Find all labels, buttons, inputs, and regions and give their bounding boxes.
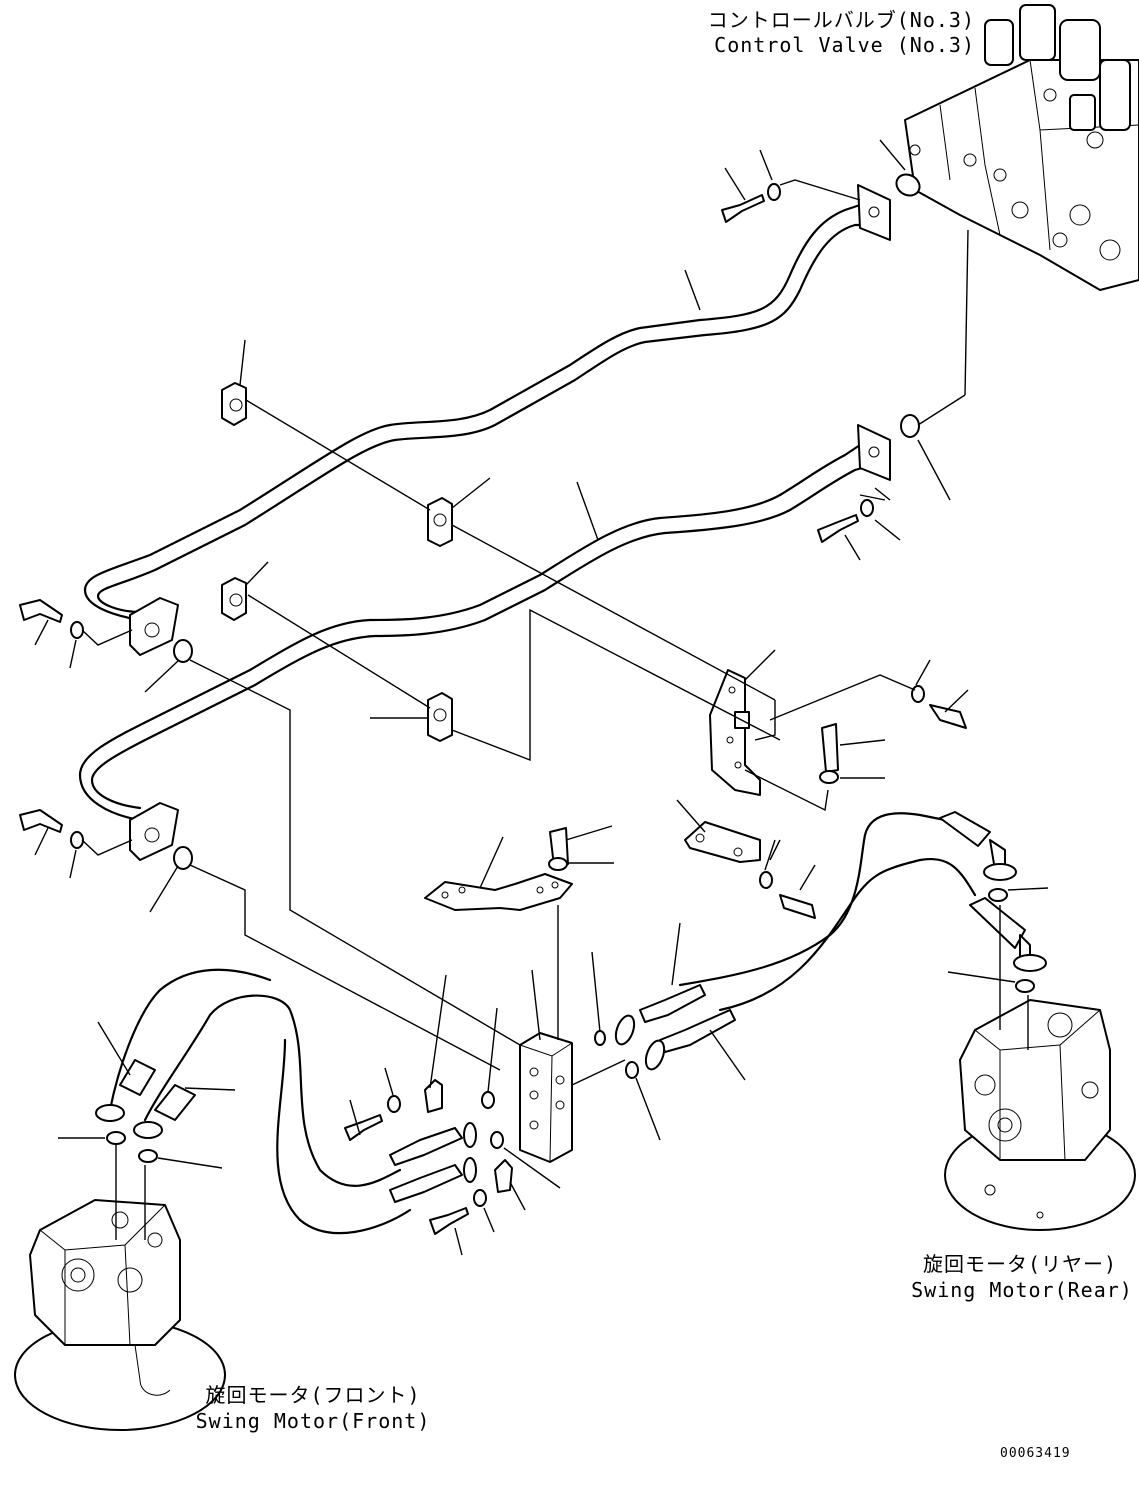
swing-motor-rear-label-en: Swing Motor(Rear) — [911, 1278, 1133, 1302]
upper-pipe — [83, 184, 891, 656]
swing-motor-rear — [944, 999, 1136, 1231]
hoses — [95, 811, 1047, 1235]
swing-motor-front-label-en: Swing Motor(Front) — [195, 1409, 431, 1433]
lower-pipe — [78, 424, 891, 861]
control-valve-label-jp: コントロールバルブ(No.3) — [707, 8, 975, 32]
swing-motor-front-label-jp: 旋回モータ(フロント) — [205, 1383, 421, 1407]
brackets — [424, 669, 761, 911]
document-id: 00063419 — [1000, 1446, 1071, 1461]
leader-lines — [34, 139, 1049, 1256]
swing-motor-front — [14, 1199, 226, 1431]
swing-motor-rear-label-jp: 旋回モータ(リヤー) — [922, 1252, 1118, 1276]
o-rings — [106, 173, 1035, 1163]
control-valve-label-en: Control Valve (No.3) — [714, 33, 975, 57]
control-valve — [904, 4, 1139, 291]
clamp-parts — [221, 382, 453, 742]
bolts-washers — [19, 183, 967, 1235]
manifold-block — [519, 1032, 573, 1163]
